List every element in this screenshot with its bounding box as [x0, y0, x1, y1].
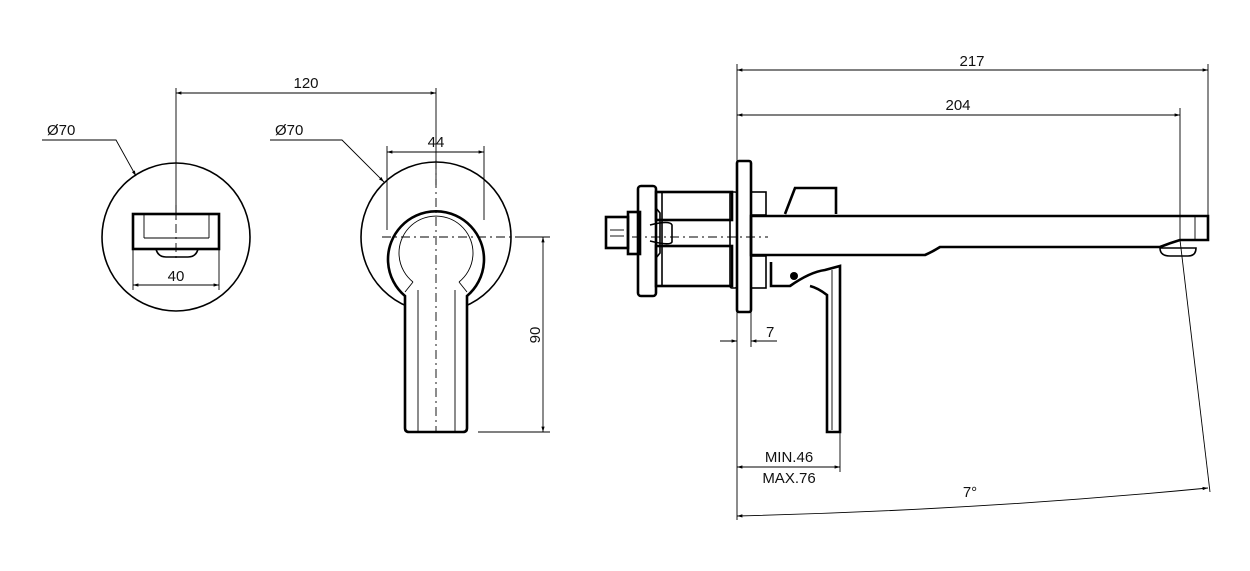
front-width-label: 40 [168, 268, 185, 285]
total-length-label: 217 [959, 53, 984, 70]
ring-width-label: 44 [428, 134, 445, 151]
side-view: 217 204 7 [604, 53, 1211, 520]
handle-diameter-label: Ø70 [275, 122, 303, 139]
handle-view: Ø70 44 90 [270, 122, 550, 434]
front-diameter-label: Ø70 [47, 122, 75, 139]
wall-depth-min-label: MIN.46 [765, 449, 813, 466]
spacing-dimension: 120 [175, 75, 437, 220]
wall-depth-max-label: MAX.76 [762, 470, 815, 487]
spout-length-label: 204 [945, 97, 970, 114]
spacing-label: 120 [293, 75, 318, 92]
handle-height-label: 90 [527, 327, 544, 344]
flange-thickness-label: 7 [766, 324, 774, 341]
front-view: Ø70 40 [42, 122, 251, 312]
angle-label: 7° [963, 484, 977, 501]
